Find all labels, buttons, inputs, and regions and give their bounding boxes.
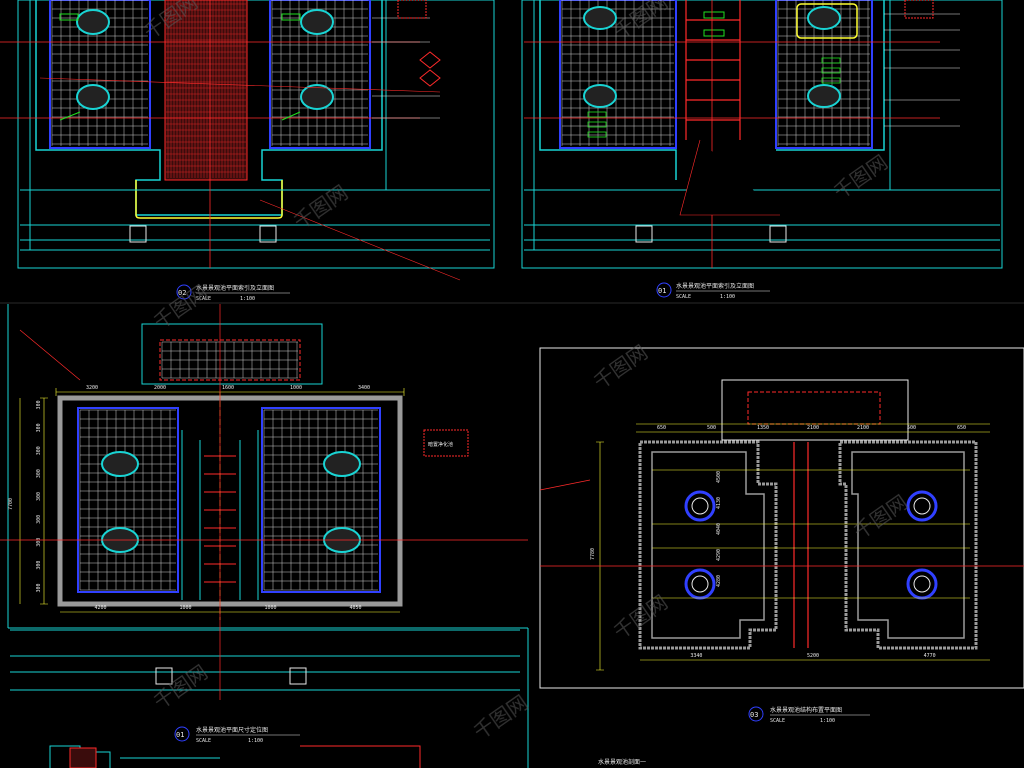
dimension-label: 1600 [222,385,234,391]
scale-value: 1:100 [720,294,735,300]
panel-title-block: 01 水景景观池平面尺寸定位图 SCALE 1:100 [174,726,300,744]
watermark-text: 千图网 [829,150,892,204]
dimension-label: 4050 [350,605,362,611]
note-box [423,429,469,457]
dimension-label: 300 [36,584,42,593]
fountain-circle [807,84,841,108]
panel-top-right: 01 水景景观池平面索引及立面图 SCALE 1:100 [521,0,1003,300]
note-text: 暗置净化池 [428,441,453,448]
panel-frame [539,347,1024,689]
panel-frame [17,0,495,269]
dimension-label: 300 [36,400,42,409]
dimension-label: 300 [36,446,42,455]
pump-pit [684,490,716,522]
fountain-circle [300,9,334,35]
panel-number: 02 [178,289,186,297]
scale-label: SCALE [196,738,211,744]
dimension-label: 300 [36,538,42,547]
dimension-label: 300 [36,423,42,432]
fountain-circle [323,451,361,477]
channel-ladder [685,0,741,140]
panel-title: 水景景观池结构布置平面图 [770,706,842,714]
dimension-label: 4040 [716,523,722,535]
panel-number: 01 [658,287,666,295]
pump-pit [906,568,938,600]
scale-value: 1:100 [240,296,255,302]
dimension-label: 4130 [716,497,722,509]
section-title: 水景景观池剖面一 [598,758,646,766]
fountain-circle [583,6,617,30]
dimension-label: 300 [36,492,42,501]
panel-title: 水景景观池平面索引及立面图 [196,284,274,292]
dimension-label: 1000 [290,385,302,391]
scale-label: SCALE [196,296,211,302]
fountain-circle [76,9,110,35]
dimension-label: 500 [907,425,916,431]
panel-title: 水景景观池平面尺寸定位图 [196,726,268,734]
panel-title-block: 03 水景景观池结构布置平面图 SCALE 1:100 [748,706,870,724]
pool-grid-right [269,0,371,149]
dimension-label: 4200 [95,605,107,611]
panel-frame [521,0,1003,269]
dimension-label: 4290 [716,549,722,561]
panel-bottom-section: 水景景观池剖面一 [49,745,646,768]
pump-pit [684,568,716,600]
overall-dimension: 7780 [590,548,596,560]
fountain-circle [807,6,841,30]
dimension-label: 2100 [857,425,869,431]
dimension-label: 1000 [265,605,277,611]
watermark-text: 千图网 [469,690,532,744]
pump-pit [906,490,938,522]
panel-title-block: 02 水景景观池平面索引及立面图 SCALE 1:100 [176,284,290,302]
dimension-label: 650 [957,425,966,431]
dimension-label: 4500 [716,471,722,483]
panel-number: 01 [176,731,184,739]
dimension-label: 1350 [757,425,769,431]
dimension-label: 500 [707,425,716,431]
channel-hatch [164,0,248,181]
fountain-circle [76,84,110,110]
panel-title: 水景景观池平面索引及立面图 [676,282,754,290]
structure-outline [638,440,978,650]
dimension-label: 650 [657,425,666,431]
dimension-label: 4280 [716,575,722,587]
dimension-label: 2100 [807,425,819,431]
dimension-label: 4770 [924,653,936,659]
dimension-label: 3400 [358,385,370,391]
dimension-label: 300 [36,561,42,570]
scale-value: 1:100 [248,738,263,744]
watermark-text: 千图网 [609,0,672,44]
scale-label: SCALE [676,294,691,300]
fountain-circle [101,451,139,477]
dimension-label: 5200 [807,653,819,659]
fountain-circle [583,84,617,108]
panel-top-left: 02 水景景观池平面索引及立面图 SCALE 1:100 [0,0,495,302]
panel-number: 03 [750,711,758,719]
scale-label: SCALE [770,718,785,724]
pool-outer-wall [57,395,403,607]
overall-dimension: 7700 [8,498,14,510]
panel-title-block: 01 水景景观池平面索引及立面图 SCALE 1:100 [656,282,770,300]
dimension-label: 300 [36,469,42,478]
fountain-circle [300,84,334,110]
panel-mid-right: 650 500 1350 2100 2100 500 650 4500 4130 4040 429… [539,347,1024,724]
dimension-label: 3200 [86,385,98,391]
highlight-box [796,3,858,39]
watermark-text: 千图网 [289,180,352,234]
dimension-label: 2000 [154,385,166,391]
dimension-label: 3340 [690,653,702,659]
scale-value: 1:100 [820,718,835,724]
panel-mid-left: 3200 2000 1600 1000 3400 300 300 300 300 300 300 3… [0,304,529,768]
dimension-label: 300 [36,515,42,524]
dimension-label: 1000 [180,605,192,611]
